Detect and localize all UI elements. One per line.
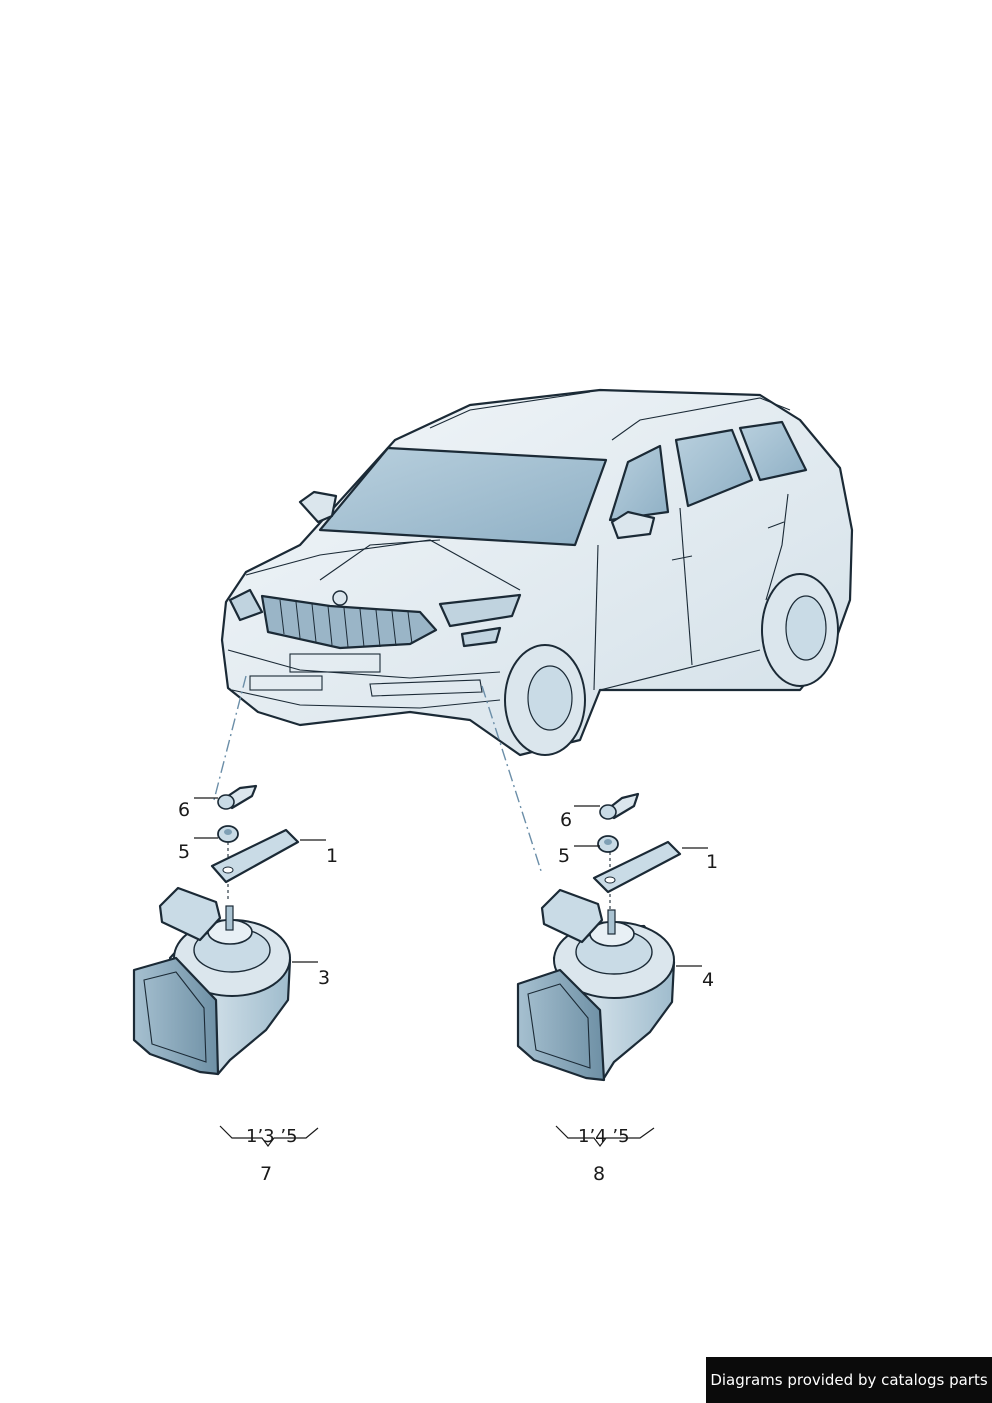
left-horn-assembly bbox=[132, 784, 300, 1076]
bolt-left bbox=[217, 784, 258, 810]
watermark-banner: Diagrams provided by catalogs parts bbox=[706, 1357, 992, 1403]
foglight-right bbox=[460, 626, 502, 648]
callout-left-3: 3 bbox=[318, 967, 330, 989]
nut-left bbox=[217, 825, 239, 843]
bumper-grille bbox=[369, 679, 483, 697]
side-window-rear bbox=[738, 420, 808, 482]
hood-crease bbox=[319, 539, 441, 581]
callout-right-1: 1 bbox=[706, 851, 718, 873]
group-bracket-right bbox=[555, 1125, 655, 1147]
hood-edge bbox=[245, 539, 521, 591]
side-window-mid bbox=[674, 428, 754, 508]
door-handle-rear bbox=[767, 521, 785, 529]
vehicle-illustration bbox=[220, 388, 854, 757]
front-wheel-hub bbox=[527, 665, 573, 731]
horn-connector-right bbox=[540, 888, 604, 944]
group-bracket-left bbox=[219, 1125, 319, 1147]
door-handle-front bbox=[671, 555, 693, 561]
rear-wheel-hub bbox=[785, 595, 827, 661]
callout-right-6: 6 bbox=[560, 809, 572, 831]
sill bbox=[599, 649, 761, 691]
door-line-mid bbox=[679, 507, 693, 666]
door-line-front bbox=[593, 544, 599, 691]
horn-mouth-right bbox=[516, 968, 606, 1082]
door-line-rear bbox=[765, 493, 789, 601]
callout-right-5: 5 bbox=[558, 845, 570, 867]
leader-dash-right bbox=[481, 685, 543, 875]
mirror-left bbox=[298, 490, 338, 524]
bracket-right bbox=[592, 840, 682, 894]
callout-left-6: 6 bbox=[178, 799, 190, 821]
callout-left-1: 1 bbox=[326, 845, 338, 867]
bumper-line bbox=[227, 649, 501, 679]
callout-right-4: 4 bbox=[702, 969, 714, 991]
group-left-members: 1’3 ’5 bbox=[246, 1126, 298, 1147]
mirror-right bbox=[610, 510, 656, 540]
roof-rail bbox=[429, 391, 591, 429]
headlight-right bbox=[438, 593, 522, 628]
grille-slats bbox=[279, 599, 413, 648]
side-window-front bbox=[608, 444, 670, 522]
group-right-number: 8 bbox=[593, 1163, 605, 1185]
roof-rail-side bbox=[611, 397, 791, 441]
bumper-lower bbox=[231, 689, 501, 709]
bolt-right bbox=[599, 792, 640, 820]
grille bbox=[260, 594, 438, 650]
group-left-number: 7 bbox=[260, 1163, 272, 1185]
horn-connector-left bbox=[158, 886, 222, 942]
bracket-left bbox=[210, 828, 300, 884]
right-horn-assembly bbox=[516, 792, 682, 1082]
badge bbox=[332, 590, 348, 606]
nut-right bbox=[597, 835, 619, 853]
windshield bbox=[318, 446, 608, 547]
group-right-members: 1’4 ’5 bbox=[578, 1126, 630, 1147]
lower-plate bbox=[249, 675, 323, 691]
callout-left-5: 5 bbox=[178, 841, 190, 863]
headlight-left bbox=[228, 588, 264, 622]
